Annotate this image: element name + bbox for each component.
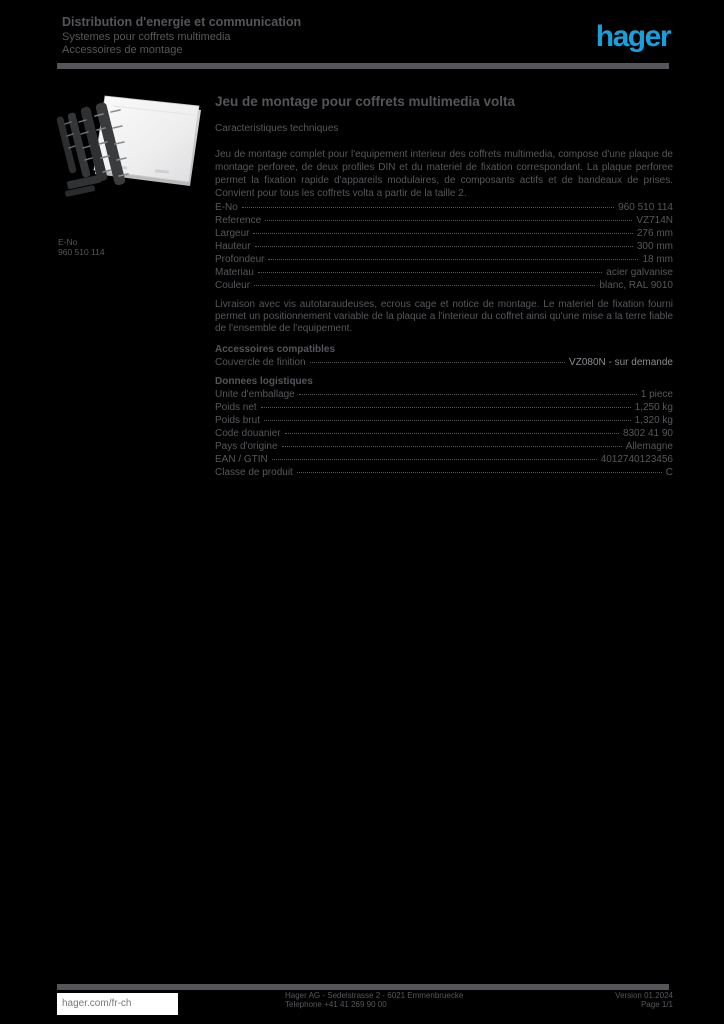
spec-row: Poids net 1,250 kg: [215, 402, 673, 415]
spec-value: 960 510 114: [618, 202, 673, 213]
spec-row: E-No 960 510 114: [215, 202, 673, 215]
spec-label: Code douanier: [215, 428, 281, 439]
product-title: Jeu de montage pour coffrets multimedia …: [215, 94, 516, 109]
spec-row: EAN / GTIN 4012740123456: [215, 454, 673, 467]
header-rule: [57, 63, 669, 69]
spec-value: 18 mm: [642, 254, 673, 265]
dot-leader: [268, 259, 639, 260]
dot-leader: [253, 233, 633, 234]
eno-label: E-No: [58, 237, 78, 247]
spec-row: Hauteur 300 mm: [215, 241, 673, 254]
spec-row: Unite d'emballage 1 piece: [215, 389, 673, 402]
dot-leader: [309, 362, 566, 363]
spec-label: Hauteur: [215, 241, 251, 252]
footer-address-line2: Telephone +41 41 269 90 00: [285, 1000, 387, 1009]
footer-rule: [57, 984, 669, 990]
accessories-row: Couvercle de finition VZ080N - sur deman…: [215, 357, 673, 368]
spec-row: Poids brut 1,320 kg: [215, 415, 673, 428]
header-text-block: Distribution d'energie et communication …: [62, 15, 301, 57]
header-line3: Accessoires de montage: [62, 44, 183, 56]
spec-row: Reference VZ714N: [215, 215, 673, 228]
accessories-heading: Accessoires compatibles: [215, 344, 336, 355]
footer-address-line1: Hager AG - Sedelstrasse 2 - 6021 Emmenbr…: [285, 991, 464, 1000]
spec-row: Profondeur 18 mm: [215, 254, 673, 267]
dot-leader: [271, 459, 597, 460]
eno-value: 960 510 114: [58, 247, 105, 257]
spec-label: Poids brut: [215, 415, 261, 426]
dot-leader: [254, 246, 633, 247]
accessory-value: VZ080N - sur demande: [569, 357, 673, 368]
spec-label: E-No: [215, 202, 238, 213]
spec-value: 1,320 kg: [634, 415, 673, 426]
spec-label: Classe de produit: [215, 467, 293, 478]
footer-meta: Version 01.2024 Page 1/1: [560, 991, 673, 1009]
spec-value: blanc, RAL 9010: [599, 280, 673, 291]
spec-label: Profondeur: [215, 254, 265, 265]
dot-leader: [254, 285, 596, 286]
hager-logo: hager: [595, 20, 672, 53]
spec-row: Code douanier 8302 41 90: [215, 428, 673, 441]
header-line1: Distribution d'energie et communication: [62, 15, 302, 29]
dot-leader: [284, 433, 619, 434]
spec-row: Materiau acier galvanise: [215, 267, 673, 280]
spec-value: 1 piece: [640, 389, 673, 400]
spec-value: 8302 41 90: [622, 428, 673, 439]
spec-label: Unite d'emballage: [215, 389, 295, 400]
product-description: Jeu de montage complet pour l'equipement…: [215, 149, 673, 199]
spec-row: Largeur 276 mm: [215, 228, 673, 241]
website-link[interactable]: hager.com/fr-ch: [57, 993, 178, 1015]
dot-leader: [296, 472, 662, 473]
footer-version: Version 01.2024: [615, 991, 673, 1000]
mounting-plate-with-screws-photo: [56, 95, 201, 197]
section-subtitle: Caracteristiques techniques: [215, 123, 339, 134]
spec-value: 1,250 kg: [634, 402, 673, 413]
spec-label: Reference: [215, 215, 262, 226]
spec-label: Materiau: [215, 267, 254, 278]
spec-label: Largeur: [215, 228, 250, 239]
footer-page-number: Page 1/1: [640, 1000, 673, 1009]
spec-value: C: [665, 467, 673, 478]
product-photo: [55, 86, 207, 202]
spec-value: 4012740123456: [600, 454, 673, 465]
spec-value: 276 mm: [636, 228, 673, 239]
dot-leader: [264, 420, 631, 421]
dot-leader: [281, 446, 622, 447]
spec-value: acier galvanise: [606, 267, 673, 278]
delivery-note: Livraison avec vis autotaraudeuses, ecro…: [215, 299, 673, 334]
spec-label: Poids net: [215, 402, 257, 413]
spec-value: 300 mm: [636, 241, 673, 252]
dot-leader: [257, 272, 603, 273]
spec-value: VZ714N: [636, 215, 673, 226]
dot-leader: [241, 207, 615, 208]
spec-row: Classe de produit C: [215, 467, 673, 480]
spec-value: Allemagne: [625, 441, 673, 452]
dot-leader: [260, 407, 631, 408]
spec-label: EAN / GTIN: [215, 454, 268, 465]
header-line2: Systemes pour coffrets multimedia: [62, 31, 231, 43]
footer-address: Hager AG - Sedelstrasse 2 - 6021 Emmenbr…: [285, 991, 463, 1009]
dot-leader: [265, 220, 633, 221]
spec-label: Couleur: [215, 280, 251, 291]
logistics-heading: Donnees logistiques: [215, 376, 313, 387]
accessory-label: Couvercle de finition: [215, 357, 306, 368]
spec-row: Pays d'origine Allemagne: [215, 441, 673, 454]
dot-leader: [298, 394, 637, 395]
spec-row: Couleur blanc, RAL 9010: [215, 280, 673, 293]
spec-label: Pays d'origine: [215, 441, 278, 452]
eno-block: E-No 960 510 114: [58, 237, 105, 257]
